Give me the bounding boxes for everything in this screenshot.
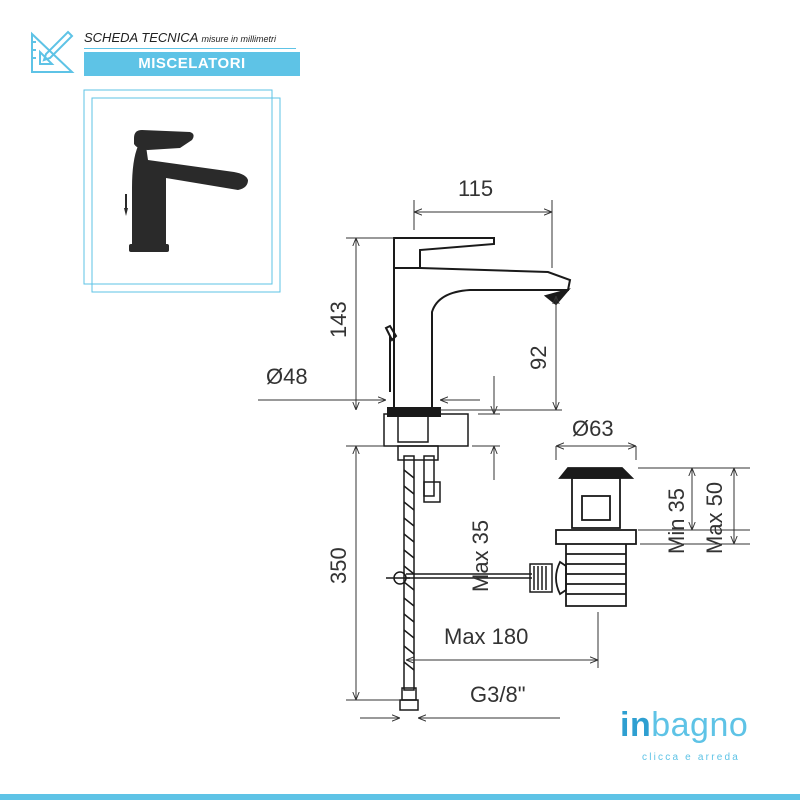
- brand-suffix: bagno: [651, 706, 749, 744]
- dim-max35-shank: Max 35: [468, 520, 493, 592]
- mixer-tap-photo: [124, 130, 248, 252]
- dim-48: Ø48: [266, 364, 308, 389]
- dimension-lines: [258, 200, 750, 718]
- category-label: MISCELATORI: [84, 52, 300, 76]
- photo-frame-outer: [91, 97, 281, 293]
- mixer-outline: [384, 237, 572, 417]
- dim-115: 115: [458, 176, 493, 201]
- dim-thread: G3/8": [470, 682, 526, 707]
- drain-assembly: [555, 467, 637, 607]
- brand-logo[interactable]: inbagno clicca e arreda: [620, 706, 770, 766]
- dim-min35: Min 35: [664, 488, 689, 554]
- hose-assembly: [386, 445, 553, 711]
- photo-frame-inner: [83, 89, 273, 285]
- title-underline: [84, 48, 296, 49]
- dim-350: 350: [326, 547, 351, 584]
- spec-title-sub: misure in millimetri: [201, 34, 277, 44]
- product-photo: [83, 89, 281, 293]
- dim-max180: Max 180: [444, 624, 528, 649]
- dim-143: 143: [326, 301, 351, 338]
- brand-tagline: clicca e arreda: [642, 752, 741, 763]
- counter-slab: [383, 413, 469, 447]
- ruler-pencil-icon: [31, 30, 75, 73]
- brand-prefix: in: [620, 706, 652, 744]
- spec-title: SCHEDA TECNICA misure in millimetri: [84, 30, 296, 49]
- spec-title-main: SCHEDA TECNICA: [84, 30, 198, 45]
- dim-63: Ø63: [572, 416, 614, 441]
- spec-header: SCHEDA TECNICA misure in millimetri MISC…: [28, 28, 300, 78]
- dimension-labels: 115 143 92 Ø48 Max 35 Ø63 Min 35 Max 50 …: [266, 176, 727, 707]
- dim-max50: Max 50: [702, 482, 727, 554]
- dim-92: 92: [526, 346, 551, 370]
- brand-name: inbagno: [620, 706, 748, 745]
- bottom-accent-bar: [0, 794, 800, 800]
